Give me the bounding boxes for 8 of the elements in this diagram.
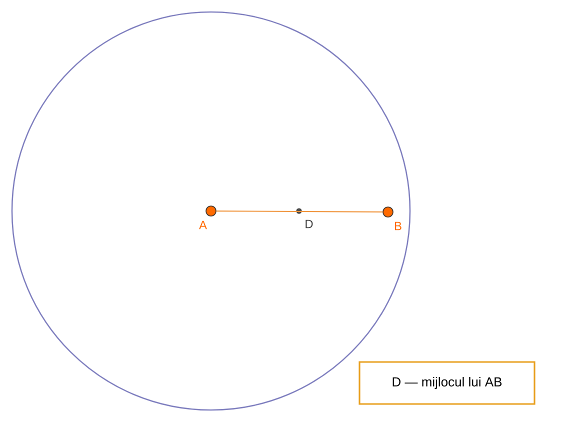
point-label: B [395, 222, 402, 230]
point-label: D [306, 220, 313, 228]
point [296, 208, 302, 214]
point [382, 206, 394, 218]
point [206, 206, 216, 216]
point-label: A [199, 220, 207, 230]
line-segment [216, 210, 383, 213]
text-box: D — mijlocul lui AB [358, 361, 536, 405]
